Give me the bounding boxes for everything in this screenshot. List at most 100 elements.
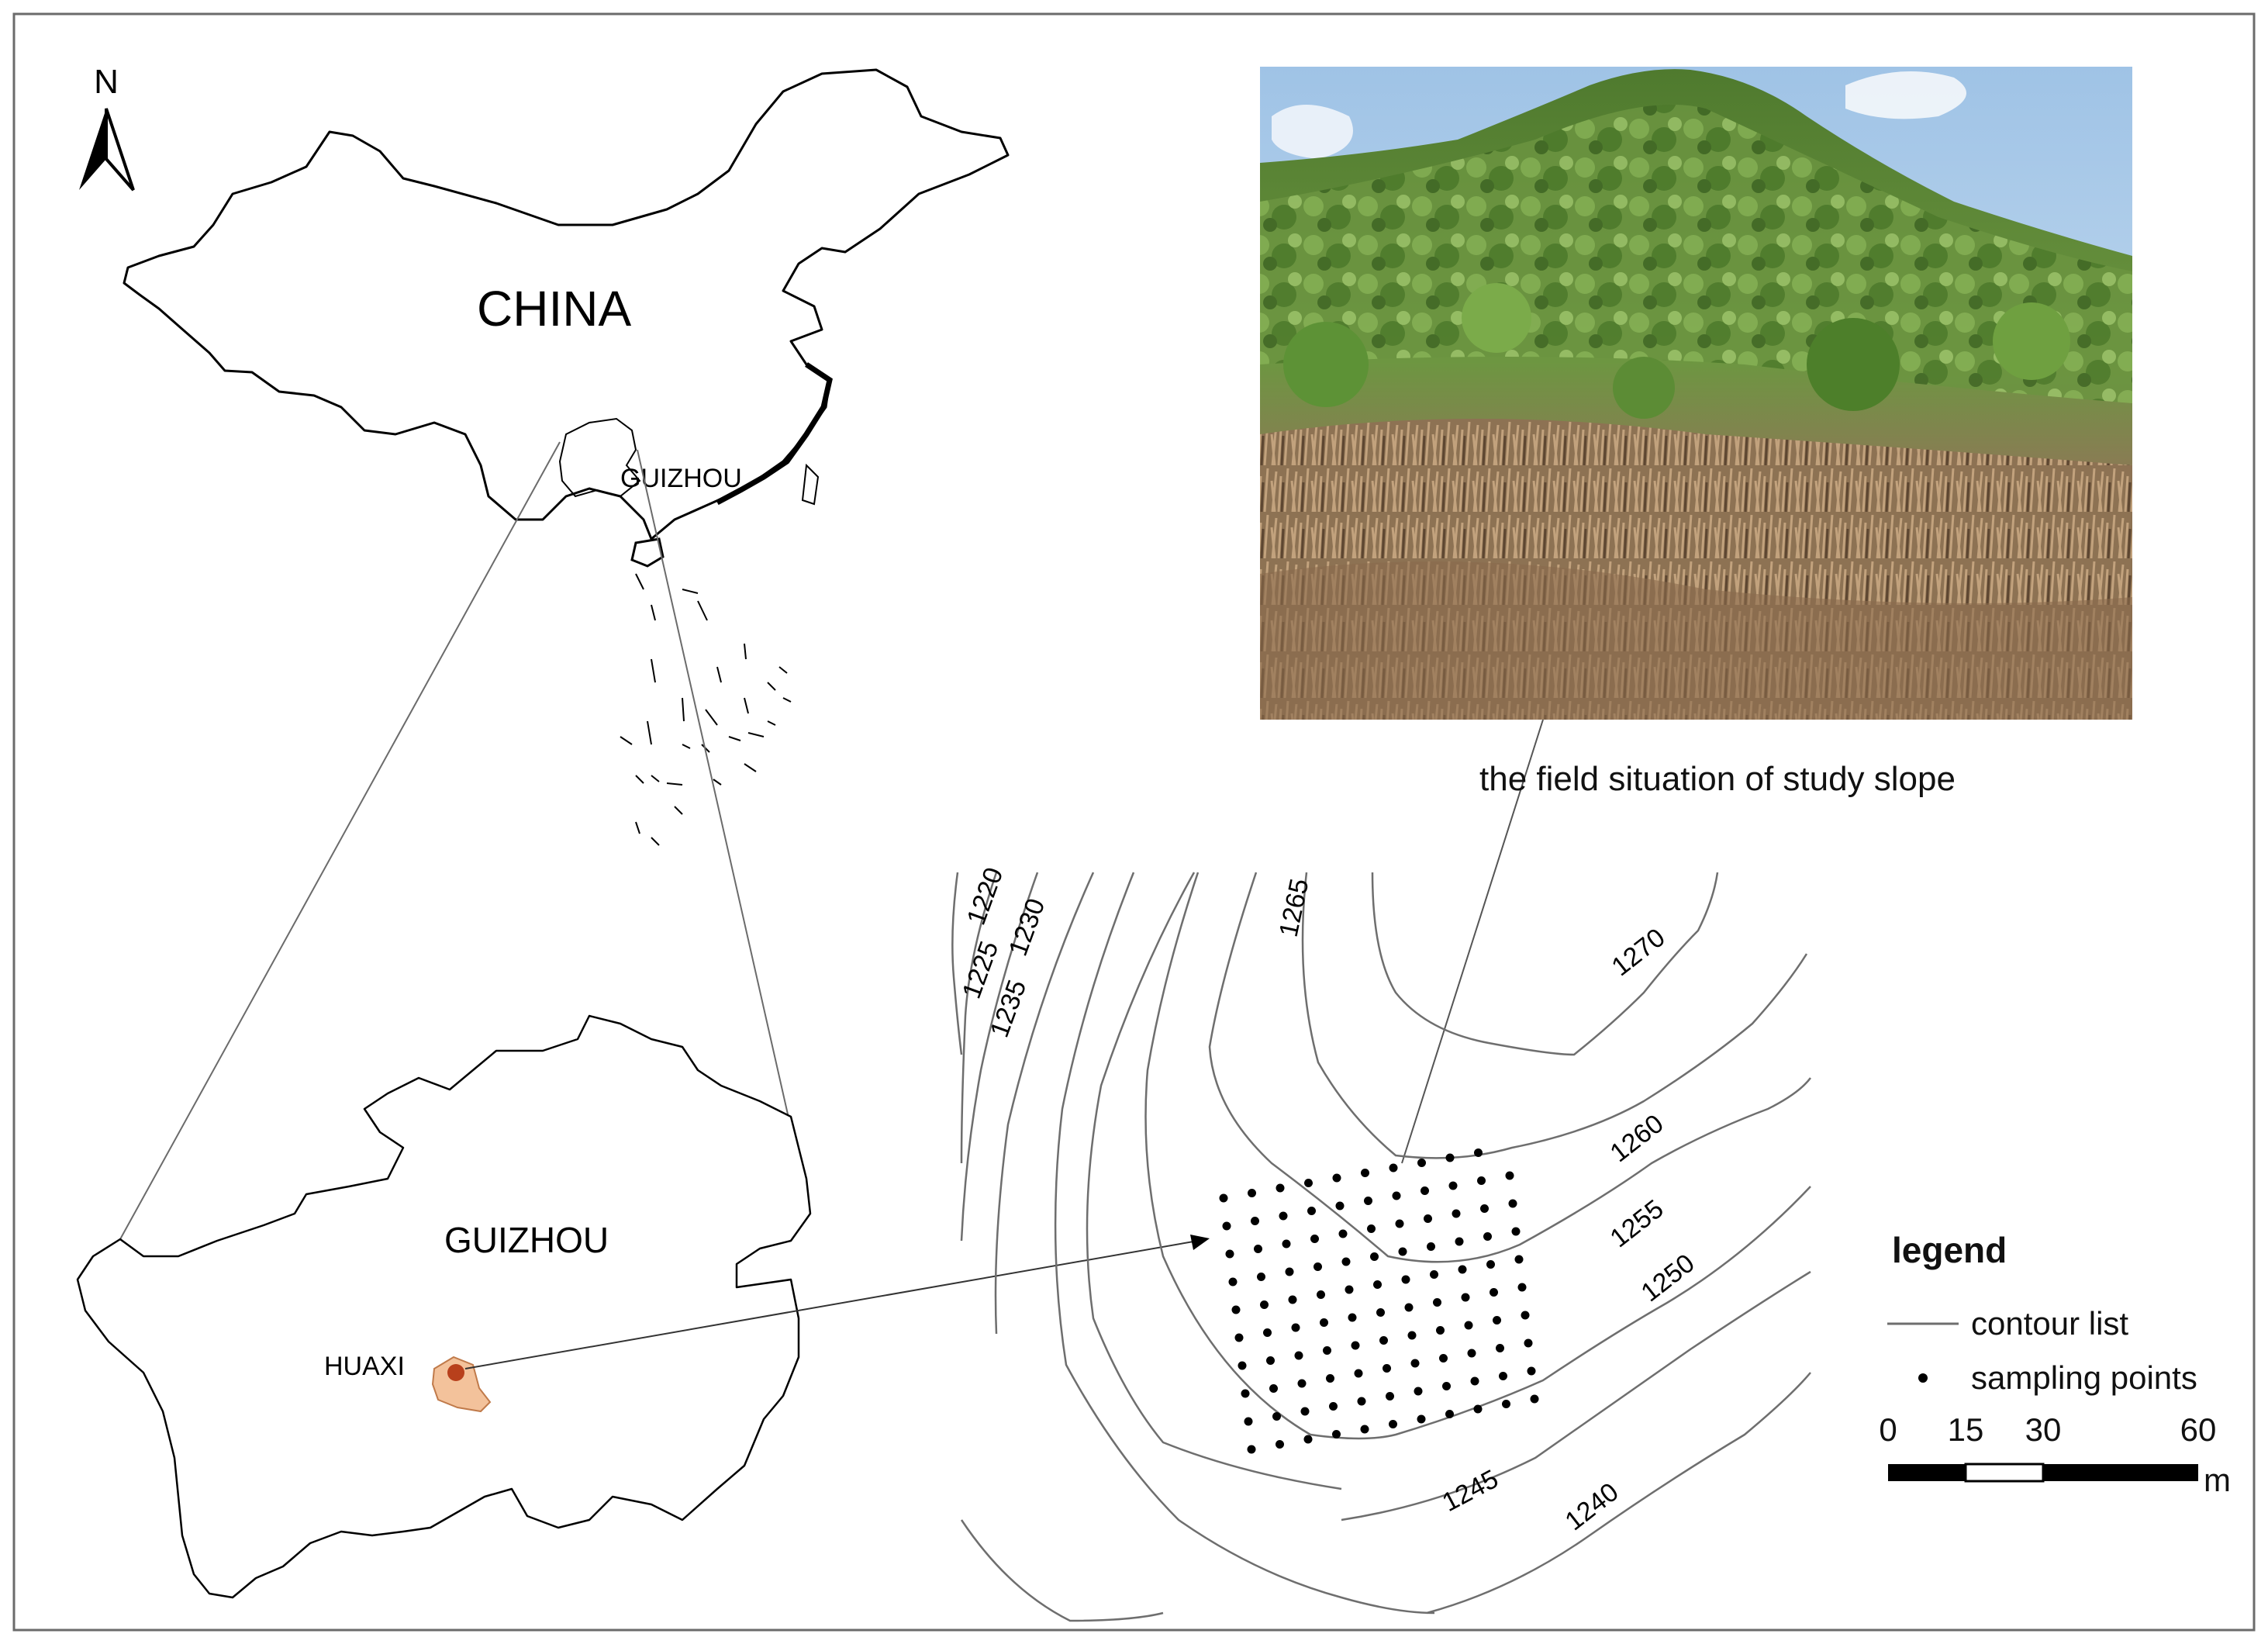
legend-points-label: sampling points bbox=[1971, 1359, 2197, 1396]
huaxi-site-dot bbox=[447, 1364, 464, 1381]
sampling-point bbox=[1285, 1267, 1294, 1276]
contour-1225 bbox=[960, 872, 998, 1164]
guizhou-label-small: GUIZHOU bbox=[620, 464, 742, 493]
sampling-point bbox=[1291, 1323, 1300, 1332]
coastline bbox=[716, 362, 833, 506]
sampling-point bbox=[1386, 1392, 1394, 1401]
sampling-point bbox=[1219, 1193, 1228, 1203]
sampling-point bbox=[1395, 1219, 1404, 1228]
sampling-point bbox=[1332, 1430, 1341, 1438]
contour-1230 bbox=[960, 872, 1039, 1242]
sampling-point bbox=[1470, 1376, 1479, 1386]
sampling-point bbox=[1389, 1163, 1398, 1173]
sampling-point bbox=[1452, 1209, 1461, 1218]
guizhou-outline-small bbox=[558, 417, 641, 498]
sampling-point bbox=[1323, 1346, 1331, 1355]
zoom-line-right bbox=[637, 449, 811, 1214]
sampling-point bbox=[1379, 1336, 1388, 1345]
sampling-point bbox=[1361, 1169, 1369, 1177]
sampling-point bbox=[1348, 1313, 1357, 1322]
sampling-point bbox=[1424, 1214, 1432, 1223]
field-photo bbox=[1260, 67, 2132, 720]
contour-line-swatch bbox=[1887, 1322, 1959, 1325]
sampling-point bbox=[1448, 1181, 1458, 1190]
sampling-point bbox=[1496, 1344, 1504, 1352]
scale-unit: m bbox=[2204, 1462, 2231, 1498]
sampling-point bbox=[1247, 1445, 1256, 1454]
contour-lines bbox=[951, 872, 1811, 1622]
sampling-point bbox=[1288, 1295, 1297, 1304]
sampling-point bbox=[1234, 1333, 1244, 1342]
sampling-point bbox=[1493, 1316, 1501, 1325]
photo-pointer-line bbox=[1401, 719, 1544, 1164]
sampling-point bbox=[1473, 1404, 1483, 1414]
sampling-point bbox=[1367, 1224, 1376, 1233]
sampling-point bbox=[1351, 1341, 1360, 1350]
sampling-point bbox=[1505, 1171, 1514, 1180]
sampling-point-swatch bbox=[1918, 1373, 1928, 1383]
sampling-point bbox=[1455, 1237, 1464, 1246]
sampling-point bbox=[1398, 1247, 1407, 1256]
guizhou-outline-large bbox=[76, 1014, 812, 1599]
sampling-point bbox=[1304, 1179, 1313, 1187]
sampling-point bbox=[1373, 1280, 1382, 1289]
sampling-point bbox=[1329, 1402, 1338, 1411]
scale-tick-0: 0 bbox=[1879, 1411, 1897, 1448]
sampling-point bbox=[1467, 1349, 1476, 1358]
sampling-point bbox=[1254, 1245, 1262, 1253]
sampling-point bbox=[1269, 1384, 1278, 1393]
sampling-point bbox=[1370, 1252, 1379, 1261]
sampling-point bbox=[1530, 1394, 1539, 1404]
sampling-point bbox=[1477, 1176, 1486, 1185]
sampling-points bbox=[1219, 1148, 1539, 1454]
contour-1240b bbox=[1426, 1372, 1811, 1615]
scale-tick-60: 60 bbox=[2180, 1411, 2217, 1448]
sampling-point bbox=[1376, 1308, 1385, 1317]
sampling-point bbox=[1521, 1311, 1530, 1320]
sampling-point bbox=[1294, 1351, 1303, 1360]
contour-1235 bbox=[994, 872, 1095, 1335]
sampling-point bbox=[1511, 1227, 1521, 1236]
sampling-point bbox=[1514, 1255, 1524, 1264]
sampling-point bbox=[1326, 1374, 1334, 1383]
sampling-point bbox=[1486, 1260, 1495, 1269]
sampling-point bbox=[1341, 1257, 1351, 1266]
contour-1245a bbox=[1086, 872, 1342, 1490]
contour-1255 bbox=[1208, 872, 1811, 1263]
scale-labels: 0 15 30 60 bbox=[1879, 1411, 2256, 1453]
sampling-point bbox=[1338, 1229, 1348, 1238]
north-arrow-icon: N bbox=[79, 63, 135, 192]
site-arrow-head bbox=[1190, 1235, 1210, 1250]
north-label: N bbox=[94, 63, 119, 101]
sampling-point bbox=[1404, 1303, 1414, 1312]
zoom-line-left bbox=[119, 441, 561, 1240]
sampling-point bbox=[1502, 1400, 1510, 1408]
sampling-point bbox=[1248, 1189, 1256, 1197]
site-arrow-line bbox=[464, 1240, 1199, 1369]
sampling-point bbox=[1238, 1361, 1247, 1370]
sampling-point bbox=[1439, 1354, 1448, 1363]
photo-caption: the field situation of study slope bbox=[1479, 760, 1956, 798]
sampling-point bbox=[1410, 1359, 1420, 1368]
legend-title: legend bbox=[1892, 1230, 2007, 1270]
sampling-point bbox=[1517, 1283, 1527, 1292]
sampling-point bbox=[1228, 1277, 1238, 1287]
sampling-point bbox=[1276, 1440, 1284, 1449]
sampling-point bbox=[1272, 1412, 1281, 1421]
sampling-point bbox=[1354, 1369, 1363, 1378]
sampling-point bbox=[1300, 1407, 1310, 1416]
sampling-point bbox=[1407, 1331, 1417, 1340]
sampling-point bbox=[1430, 1270, 1438, 1279]
sampling-point bbox=[1490, 1288, 1498, 1297]
sampling-point bbox=[1332, 1173, 1341, 1183]
sampling-point bbox=[1279, 1211, 1288, 1221]
sampling-point bbox=[1317, 1290, 1325, 1299]
sampling-point bbox=[1499, 1372, 1507, 1380]
sampling-point bbox=[1445, 1153, 1455, 1162]
sampling-point bbox=[1427, 1242, 1435, 1251]
sampling-point bbox=[1421, 1186, 1429, 1195]
sampling-point bbox=[1364, 1197, 1372, 1205]
sampling-point bbox=[1527, 1366, 1536, 1376]
legend-contour-label: contour list bbox=[1971, 1305, 2129, 1342]
contour-1220 bbox=[951, 872, 963, 1055]
